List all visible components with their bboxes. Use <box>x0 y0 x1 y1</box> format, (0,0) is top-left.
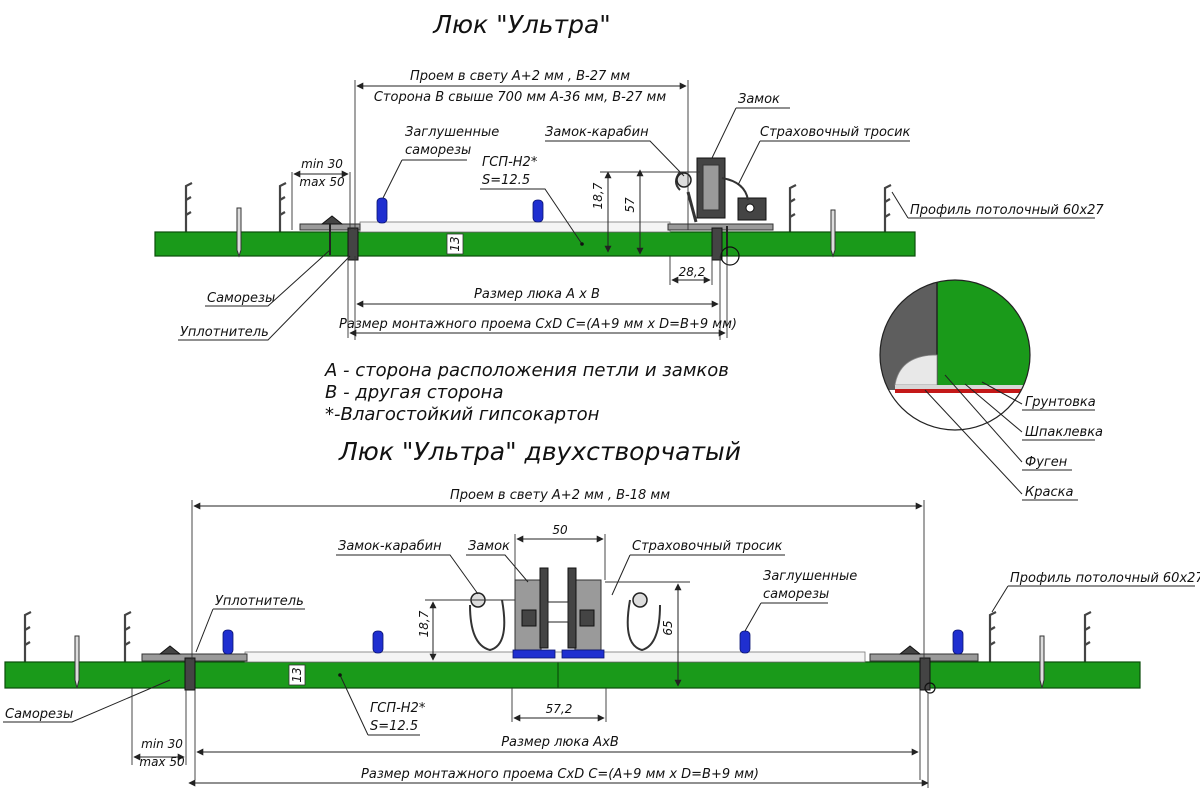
top-frame-right <box>667 223 774 261</box>
top-mount-opening-label: Размер монтажного проема СхD С=(А+9 мм х… <box>339 317 737 332</box>
top-title: Люк "Ультра" <box>432 10 611 39</box>
bottom-gsp-label: ГСП-Н2* <box>370 701 426 716</box>
bottom-mount-opening-label: Размер монтажного проема СхD С=(А+9 мм х… <box>361 767 759 782</box>
detail-primer-label: Грунтовка <box>1025 395 1096 410</box>
bottom-profile-label: Профиль потолочный 60х27 <box>1010 571 1200 586</box>
top-plugged-screws-label-2: саморезы <box>405 143 471 158</box>
top-plugged-screws-label-1: Заглушенные <box>405 125 499 140</box>
top-lock-label: Замок <box>738 92 780 107</box>
bottom-hatch-size-label: Размер люка АхВ <box>501 735 619 750</box>
top-drywall-board <box>154 231 916 257</box>
bottom-safety-cable-label: Страховочный тросик <box>632 539 783 554</box>
top-profile-label: Профиль потолочный 60х27 <box>910 203 1104 218</box>
top-min-label: min 30 <box>301 157 343 171</box>
top-carabiner-label: Замок-карабин <box>545 125 649 140</box>
top-detail-marker <box>720 246 740 266</box>
detail-magnifier <box>879 279 1031 431</box>
bottom-dim-50: 50 <box>552 523 568 537</box>
detail-putty-label: Шпаклевка <box>1025 425 1103 440</box>
top-gsp-thickness: S=12.5 <box>482 173 530 188</box>
top-hatch-door <box>359 221 671 233</box>
top-safety-cable-label: Страховочный тросик <box>760 125 911 140</box>
bottom-opening-label: Проем в свету А+2 мм , В-18 мм <box>450 488 670 503</box>
top-lock-assembly <box>675 157 767 223</box>
detail-paint-label: Краска <box>1025 485 1073 500</box>
detail-fugen-label: Фуген <box>1025 455 1068 470</box>
legend-line-a: А - сторона расположения петли и замков <box>324 360 729 381</box>
bottom-max-label: max 50 <box>139 755 185 769</box>
top-gsp-label: ГСП-Н2* <box>482 155 538 170</box>
bottom-ceiling-profile <box>23 611 1092 662</box>
top-max-label: max 50 <box>299 175 345 189</box>
top-opening-label: Проем в свету А+2 мм , В-27 мм <box>410 69 630 84</box>
top-ceiling-profile <box>184 182 892 232</box>
bottom-screws <box>74 635 1045 689</box>
bottom-lock-label: Замок <box>468 539 510 554</box>
bottom-drywall-board <box>4 661 1141 689</box>
bottom-frame-left <box>141 645 248 691</box>
bottom-min-label: min 30 <box>141 737 183 751</box>
top-dim-57: 57 <box>623 197 637 213</box>
bottom-dim-18-7: 18,7 <box>417 610 431 637</box>
top-screws <box>236 207 836 258</box>
bottom-plugged-screws <box>222 629 964 655</box>
bottom-dim-65: 65 <box>661 620 675 635</box>
bottom-dim-13: 13 <box>290 667 304 682</box>
top-seal-label: Уплотнитель <box>180 325 269 340</box>
top-opening-note: Сторона В свыше 700 мм А-36 мм, В-27 мм <box>374 90 666 105</box>
bottom-carabiner-label: Замок-карабин <box>338 539 442 554</box>
top-dim-13: 13 <box>448 236 462 251</box>
top-dim-18-7: 18,7 <box>591 182 605 209</box>
legend-line-b: В - другая сторона <box>325 382 503 403</box>
top-screws-label: Саморезы <box>207 291 275 306</box>
bottom-dim-57-2: 57,2 <box>546 702 573 716</box>
top-hatch-size-label: Размер люка А х В <box>474 287 600 302</box>
bottom-plugged-screws-label-1: Заглушенные <box>763 569 857 584</box>
legend-line-c: *-Влагостойкий гипсокартон <box>325 404 600 425</box>
bottom-plugged-screws-label-2: саморезы <box>763 587 829 602</box>
top-frame-left <box>299 215 361 261</box>
bottom-title: Люк "Ультра" двухстворчатый <box>338 437 741 466</box>
bottom-lock-assembly <box>469 567 661 659</box>
bottom-screws-label: Саморезы <box>5 707 73 722</box>
top-plugged-screws <box>376 197 544 224</box>
bottom-seal-label: Уплотнитель <box>215 594 304 609</box>
top-dim-28-2: 28,2 <box>679 265 706 279</box>
bottom-gsp-thickness: S=12.5 <box>370 719 418 734</box>
